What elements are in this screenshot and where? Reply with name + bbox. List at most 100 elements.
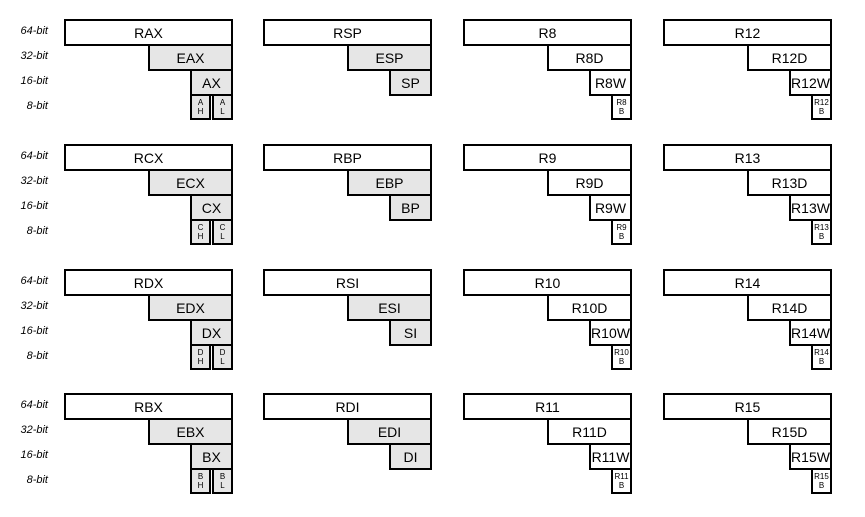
bit-width-label: 8-bit xyxy=(26,474,48,486)
register-8-low-line: R10 xyxy=(614,348,629,357)
register-16: R15W xyxy=(789,443,832,470)
register-8-low-line: R8 xyxy=(616,98,627,107)
register-32: R8D xyxy=(547,44,632,71)
register-64: R9 xyxy=(463,144,632,171)
register-8-low-line: D xyxy=(219,348,226,357)
register-8-low-line: B xyxy=(618,107,625,116)
register-32: EAX xyxy=(148,44,233,71)
register-16: BP xyxy=(389,194,432,221)
bit-width-label: 64-bit xyxy=(20,399,48,411)
register-16: R13W xyxy=(789,194,832,221)
register-8-low-line: R13 xyxy=(814,223,829,232)
register-32: EBP xyxy=(347,169,432,196)
register-64: R8 xyxy=(463,19,632,46)
register-16: DI xyxy=(389,443,432,470)
register-32: ESI xyxy=(347,294,432,321)
register-16: SI xyxy=(389,319,432,346)
register-64: R13 xyxy=(663,144,832,171)
register-16: R9W xyxy=(589,194,632,221)
register-16: DX xyxy=(190,319,233,346)
register-8-low-line: L xyxy=(220,357,225,366)
register-64: R14 xyxy=(663,269,832,296)
register-32: ESP xyxy=(347,44,432,71)
register-8-low-line: R12 xyxy=(814,98,829,107)
register-64: R10 xyxy=(463,269,632,296)
register-64: RBX xyxy=(64,393,233,420)
register-16: R11W xyxy=(589,443,632,470)
register-16: R14W xyxy=(789,319,832,346)
register-32: EDI xyxy=(347,418,432,445)
register-8-low-line: L xyxy=(220,232,225,241)
register-32: R13D xyxy=(747,169,832,196)
register-8-high-line: H xyxy=(197,357,204,366)
register-8-high-line: C xyxy=(197,223,204,232)
register-8-low-line: B xyxy=(618,481,625,490)
register-8-high-line: H xyxy=(197,232,204,241)
register-64: RSI xyxy=(263,269,432,296)
register-16: CX xyxy=(190,194,233,221)
register-16: R12W xyxy=(789,69,832,96)
bit-width-label: 8-bit xyxy=(26,225,48,237)
bit-width-label: 8-bit xyxy=(26,350,48,362)
register-32: R11D xyxy=(547,418,632,445)
register-8-low-line: R9 xyxy=(616,223,627,232)
bit-width-label: 64-bit xyxy=(20,150,48,162)
register-16: R10W xyxy=(589,319,632,346)
register-8-low-line: B xyxy=(818,357,825,366)
register-64: R15 xyxy=(663,393,832,420)
register-64: R12 xyxy=(663,19,832,46)
register-64: RDI xyxy=(263,393,432,420)
bit-width-label: 64-bit xyxy=(20,275,48,287)
register-8-high-line: H xyxy=(197,481,204,490)
register-64: R11 xyxy=(463,393,632,420)
register-8-low-line: R14 xyxy=(814,348,829,357)
register-16: AX xyxy=(190,69,233,96)
register-8-low-line: B xyxy=(618,357,625,366)
register-8-low-line: C xyxy=(219,223,226,232)
bit-width-label: 32-bit xyxy=(20,424,48,436)
bit-width-label: 32-bit xyxy=(20,300,48,312)
register-8-low-line: R11 xyxy=(614,472,629,481)
register-8-low-line: B xyxy=(818,232,825,241)
register-8-low-line: L xyxy=(220,107,225,116)
register-16: BX xyxy=(190,443,233,470)
register-8-high-line: B xyxy=(197,472,204,481)
register-64: RBP xyxy=(263,144,432,171)
register-32: EDX xyxy=(148,294,233,321)
register-16: SP xyxy=(389,69,432,96)
register-64: RSP xyxy=(263,19,432,46)
register-64: RAX xyxy=(64,19,233,46)
bit-width-label: 16-bit xyxy=(20,449,48,461)
register-8-low-line: L xyxy=(220,481,225,490)
register-8-low-line: B xyxy=(219,472,226,481)
register-32: R9D xyxy=(547,169,632,196)
register-8-low-line: B xyxy=(818,107,825,116)
register-8-low-line: B xyxy=(618,232,625,241)
register-64: RCX xyxy=(64,144,233,171)
bit-width-label: 8-bit xyxy=(26,100,48,112)
register-32: R14D xyxy=(747,294,832,321)
bit-width-label: 32-bit xyxy=(20,50,48,62)
register-8-high-line: D xyxy=(197,348,204,357)
register-8-high-line: A xyxy=(197,98,204,107)
register-32: R12D xyxy=(747,44,832,71)
bit-width-label: 32-bit xyxy=(20,175,48,187)
register-16: R8W xyxy=(589,69,632,96)
register-8-low-line: A xyxy=(219,98,226,107)
register-8-low-line: B xyxy=(818,481,825,490)
register-32: R10D xyxy=(547,294,632,321)
